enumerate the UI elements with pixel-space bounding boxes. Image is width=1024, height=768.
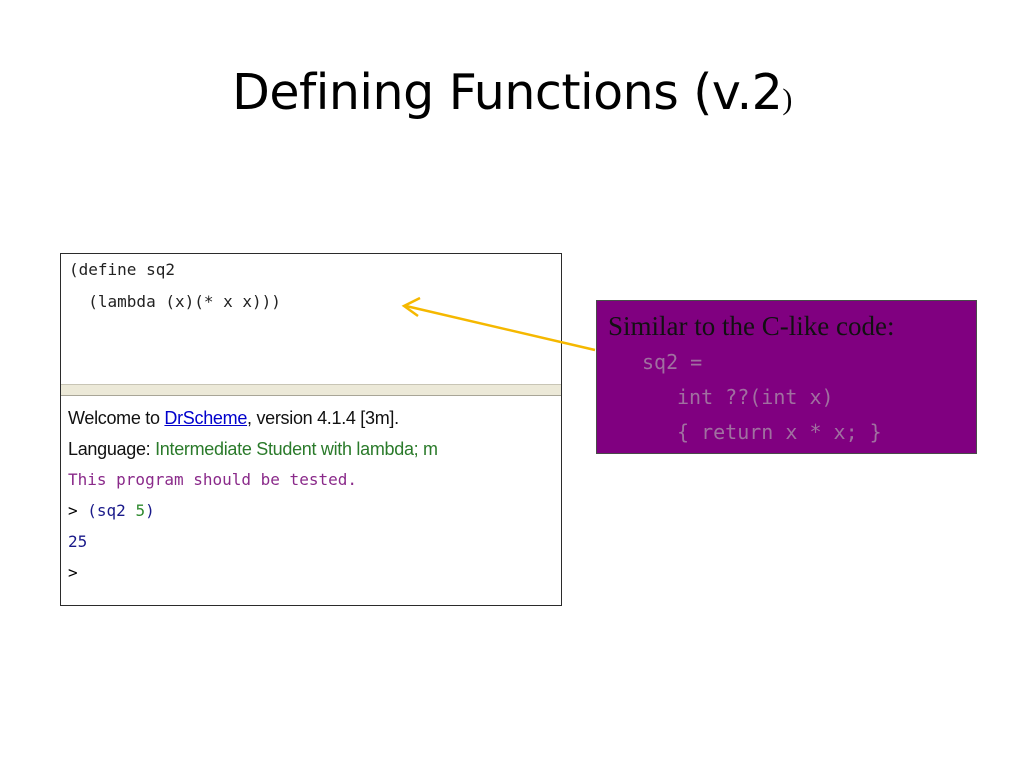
definition-line-2: (lambda (x)(* x x))) (69, 292, 281, 311)
callout-heading: Similar to the C-like code: (608, 311, 895, 341)
welcome-suffix: , version 4.1.4 [3m]. (247, 408, 399, 428)
language-prefix: Language: (68, 439, 156, 459)
slide-title-text: Defining Functions (v.2 (232, 64, 783, 121)
expr-open: (sq2 (87, 501, 136, 520)
slide-title-paren: ) (782, 83, 792, 116)
definitions-window[interactable]: (define sq2 (lambda (x)(* x x))) (61, 254, 561, 384)
test-message: This program should be tested. (68, 470, 357, 489)
expr-arg: 5 (135, 501, 146, 520)
welcome-prefix: Welcome to (68, 408, 165, 428)
definition-line-1: (define sq2 (69, 260, 175, 279)
callout-code-line-1: sq2 = (642, 350, 703, 374)
expr-close: ) (145, 501, 155, 520)
slide-title: Defining Functions (v.2) (0, 58, 1024, 135)
callout-code-line-3: { return x * x; } (677, 420, 882, 444)
language-line: Language: Intermediate Student with lamb… (68, 437, 438, 461)
welcome-line: Welcome to DrScheme, version 4.1.4 [3m]. (68, 406, 399, 430)
language-value: Intermediate Student with lambda; m (155, 439, 438, 459)
prompt-symbol: > (68, 501, 78, 520)
prompt-line: > (sq2 5) (68, 499, 155, 523)
drscheme-screenshot: (define sq2 (lambda (x)(* x x))) Welcome… (60, 253, 562, 606)
drscheme-link[interactable]: DrScheme (164, 408, 248, 428)
c-code-callout: Similar to the C-like code: sq2 = int ??… (596, 300, 977, 454)
callout-code-line-2: int ??(int x) (677, 385, 834, 409)
final-prompt[interactable]: > (68, 563, 78, 582)
interactions-window[interactable]: Welcome to DrScheme, version 4.1.4 [3m].… (61, 396, 561, 605)
pane-splitter[interactable] (61, 384, 561, 396)
result-line: 25 (68, 532, 88, 551)
